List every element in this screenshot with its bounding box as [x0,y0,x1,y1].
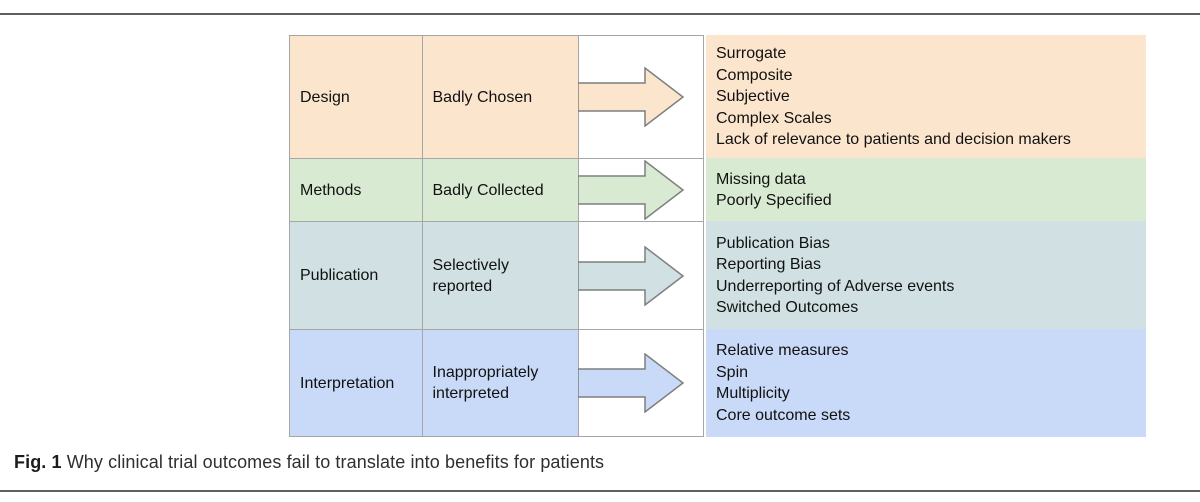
arrow-cell [578,221,704,330]
issue-line: Switched Outcomes [716,299,859,316]
issue-line: Spin [716,363,749,381]
problem-label: Selectively reported [432,256,509,295]
stage-label: Design [300,88,350,106]
issue-line: Missing data [716,170,806,188]
stage-cell: Design [289,35,423,159]
issue-line: Lack of relevance to patients and decisi… [716,131,1071,149]
arrow-cell [578,329,704,437]
figure-caption: Fig. 1 Why clinical trial outcomes fail … [14,452,604,473]
stage-cell: Methods [289,158,423,222]
flow-arrow-icon [578,160,685,220]
problem-cell: Badly Chosen [421,35,580,159]
issue-line: Underreporting of Adverse events [716,277,955,295]
problem-label: Badly Chosen [432,88,533,106]
flow-arrow-icon [578,245,685,306]
issue-line: Reporting Bias [716,256,821,273]
top-divider [0,13,1200,15]
stage-label: Methods [300,181,362,199]
arrow-cell [578,158,704,222]
problem-label: Inappropriately interpreted [432,364,539,402]
issue-line: Poorly Specified [716,192,832,209]
issue-line: Composite [716,66,793,84]
stage-cell: Interpretation [289,329,423,437]
arrow-cell [578,35,704,159]
figure-number: Fig. 1 [14,452,62,472]
problem-cell: Inappropriately interpreted [421,329,580,437]
issue-line: Subjective [716,88,790,106]
flow-arrow-icon [578,353,685,413]
issue-line: Relative measures [716,342,849,359]
issue-line: Publication Bias [716,234,830,252]
flow-row-publication: Publication Selectively reported Publica… [289,221,1146,330]
flow-arrow-icon [578,67,685,127]
problem-cell: Selectively reported [421,221,580,330]
stage-label: Publication [300,267,379,284]
issue-line: Multiplicity [716,385,790,402]
stage-label: Interpretation [300,374,395,392]
flow-row-interpretation: Interpretation Inappropriately interpret… [289,329,1146,437]
issue-line: Complex Scales [716,109,832,127]
problem-label: Badly Collected [432,181,544,199]
bottom-divider [0,490,1200,492]
issue-line: Surrogate [716,45,787,63]
issue-line: Core outcome sets [716,406,851,424]
problem-cell: Badly Collected [421,158,580,222]
figure-caption-text: Why clinical trial outcomes fail to tran… [66,452,605,472]
stage-cell: Publication [289,221,423,330]
